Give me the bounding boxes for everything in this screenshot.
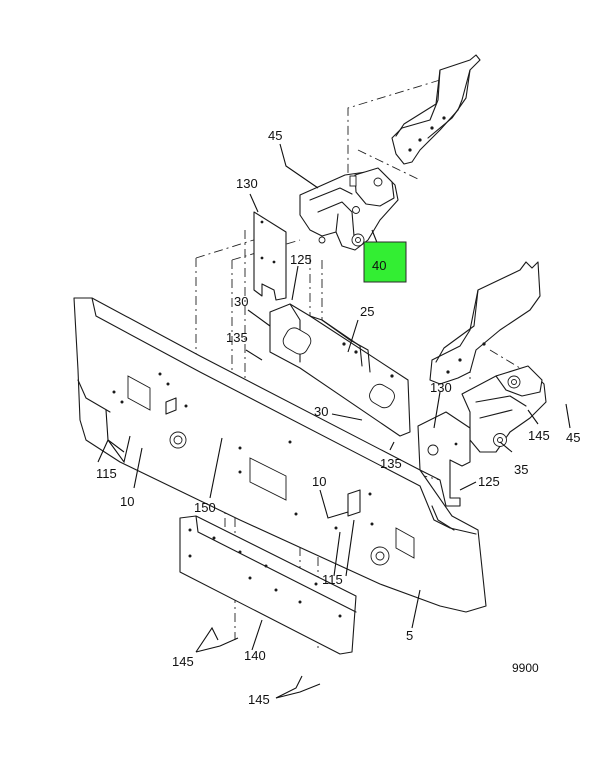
plate-130-lower [417, 411, 471, 507]
callout-135-lower: 135 [380, 456, 402, 471]
figure-number: 9900 [512, 661, 539, 675]
callout-25: 25 [360, 304, 374, 319]
lower-bracket-assembly [461, 365, 547, 453]
callout-30-upper: 30 [234, 294, 248, 309]
callout-5: 5 [406, 628, 413, 643]
callout-140: 140 [244, 648, 266, 663]
callout-135-upper: 135 [226, 330, 248, 345]
callout-125-lower: 125 [478, 474, 500, 489]
callout-150: 150 [194, 500, 216, 515]
callout-10-right: 10 [312, 474, 326, 489]
plate-130-upper [253, 211, 287, 301]
highlight-box-40[interactable] [363, 241, 407, 283]
callout-10-left: 10 [120, 494, 134, 509]
bumper-5 [73, 297, 487, 613]
leader-lines [97, 143, 571, 699]
callout-30-lower: 30 [314, 404, 328, 419]
callout-125-upper: 125 [290, 252, 312, 267]
license-bracket-140 [179, 515, 357, 655]
callout-labels: 45 130 125 40 30 25 135 130 145 45 30 35… [96, 128, 580, 707]
callout-45-lower: 45 [566, 430, 580, 445]
upper-bracket-assembly [299, 167, 399, 251]
callout-115-left: 115 [96, 466, 117, 481]
callout-130-upper: 130 [236, 176, 258, 191]
callout-145-right: 145 [528, 428, 550, 443]
callout-145-bottom: 145 [248, 692, 270, 707]
callout-40[interactable]: 40 [372, 258, 386, 273]
callout-45-upper: 45 [268, 128, 282, 143]
frame-rail-upper [391, 54, 481, 165]
callout-35: 35 [514, 462, 528, 477]
reinforcement-25 [269, 303, 411, 437]
frame-rail-lower [429, 261, 541, 385]
callout-115-right: 115 [322, 572, 343, 587]
callout-145-left: 145 [172, 654, 194, 669]
callout-130-lower: 130 [430, 380, 452, 395]
